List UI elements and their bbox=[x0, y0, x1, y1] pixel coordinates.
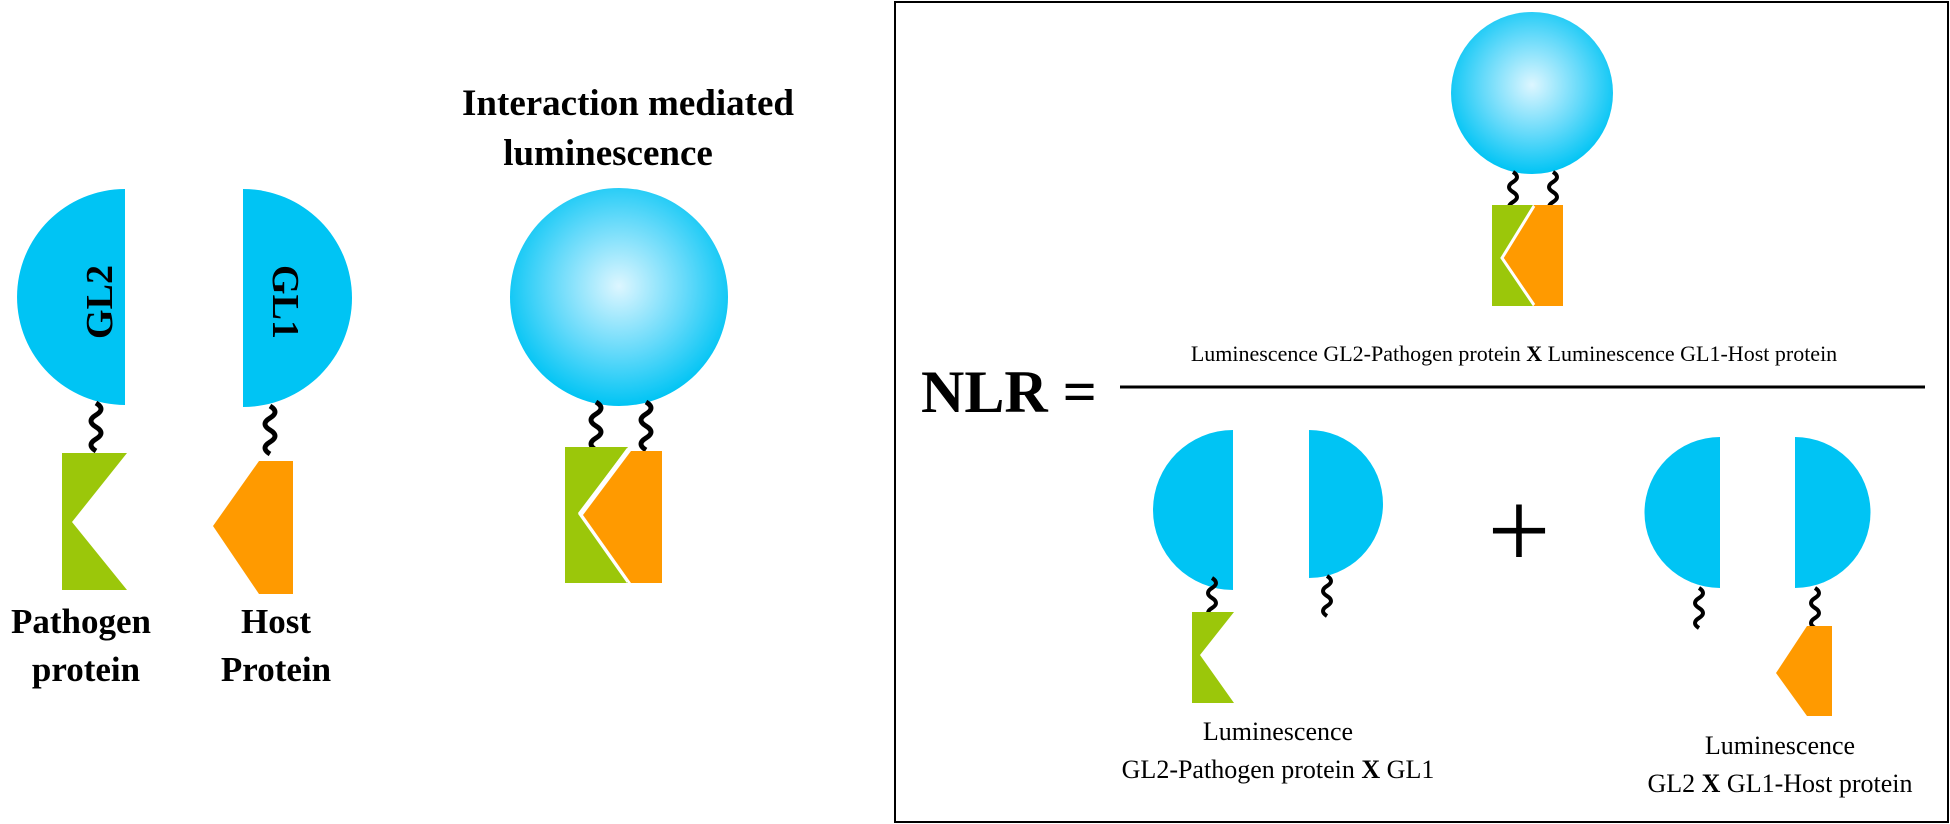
control-gl2-gl1-host bbox=[1644, 437, 1871, 716]
numerator-text-part2: Luminescence GL1-Host protein bbox=[1542, 341, 1837, 366]
denominator-right-part1: GL2 bbox=[1647, 769, 1701, 798]
interaction-title-line2: luminescence bbox=[503, 133, 713, 174]
interaction-title-line1: Interaction mediated bbox=[462, 83, 794, 124]
gl1-label: GL1 bbox=[264, 265, 306, 339]
linker-squiggle bbox=[262, 403, 278, 457]
denominator-left-label-line1: Luminescence bbox=[1203, 717, 1353, 746]
linker-squiggle bbox=[1547, 170, 1559, 214]
host-protein-shape bbox=[213, 461, 293, 594]
linker-squiggle bbox=[1321, 574, 1333, 618]
binding-interface bbox=[578, 448, 630, 583]
host-protein-shape bbox=[1776, 626, 1832, 716]
control-gl2-pathogen-gl1 bbox=[1153, 430, 1383, 703]
binding-interface bbox=[1500, 205, 1536, 306]
pathogen-protein-label-line1: Pathogen bbox=[11, 602, 151, 641]
denominator-right-multiply-x: X bbox=[1702, 769, 1721, 798]
pathogen-protein-shape bbox=[1192, 612, 1234, 703]
gl2-half-circle bbox=[1644, 437, 1720, 588]
linker-squiggle bbox=[588, 399, 604, 453]
denominator-right-label-line1: Luminescence bbox=[1705, 731, 1855, 760]
formula-numerator: Luminescence GL2-Pathogen protein X Lumi… bbox=[1191, 341, 1837, 366]
plus-sign: + bbox=[1487, 469, 1550, 593]
host-protein-shape bbox=[583, 451, 662, 583]
linker-squiggle bbox=[1206, 576, 1218, 620]
pathogen-protein-shape bbox=[1492, 205, 1533, 306]
interaction-complex bbox=[510, 188, 728, 583]
pathogen-protein-shape bbox=[565, 447, 628, 583]
denominator-left-part1: GL2-Pathogen protein bbox=[1122, 755, 1362, 784]
gl1-host-construct: GL1 bbox=[213, 189, 352, 594]
denominator-left-multiply-x: X bbox=[1361, 755, 1380, 784]
nlr-label: NLR = bbox=[921, 359, 1097, 425]
gl2-label: GL2 bbox=[79, 265, 121, 339]
denominator-left-part2: GL1 bbox=[1380, 755, 1434, 784]
host-protein-shape bbox=[1501, 205, 1563, 306]
linker-squiggle bbox=[1507, 170, 1519, 214]
host-protein-label-line1: Host bbox=[241, 602, 311, 641]
denominator-right-part2: GL1-Host protein bbox=[1720, 769, 1912, 798]
linker-squiggle bbox=[1809, 586, 1821, 630]
numerator-complex bbox=[1451, 12, 1613, 306]
reconstituted-luciferase bbox=[1451, 12, 1613, 174]
host-protein-label-line2: Protein bbox=[221, 650, 331, 689]
denominator-right-label-line2: GL2 X GL1-Host protein bbox=[1647, 769, 1912, 798]
numerator-text-part1: Luminescence GL2-Pathogen protein bbox=[1191, 341, 1526, 366]
nlr-formula-panel bbox=[894, 1, 1949, 823]
linker-squiggle bbox=[638, 399, 654, 453]
numerator-multiply-x: X bbox=[1526, 341, 1542, 366]
gl1-half-circle bbox=[1309, 430, 1383, 578]
linker-squiggle bbox=[1693, 586, 1705, 630]
gl2-half-circle bbox=[17, 189, 125, 405]
pathogen-protein-shape bbox=[62, 453, 127, 590]
gl1-half-circle bbox=[1795, 437, 1871, 588]
gl2-pathogen-construct: GL2 bbox=[17, 189, 127, 590]
pathogen-protein-label-line2: protein bbox=[32, 650, 140, 689]
gl1-half-circle bbox=[243, 189, 352, 407]
denominator-left-label-line2: GL2-Pathogen protein X GL1 bbox=[1122, 755, 1435, 784]
gl2-half-circle bbox=[1153, 430, 1233, 590]
reconstituted-luciferase bbox=[510, 188, 728, 406]
linker-squiggle bbox=[88, 400, 104, 454]
